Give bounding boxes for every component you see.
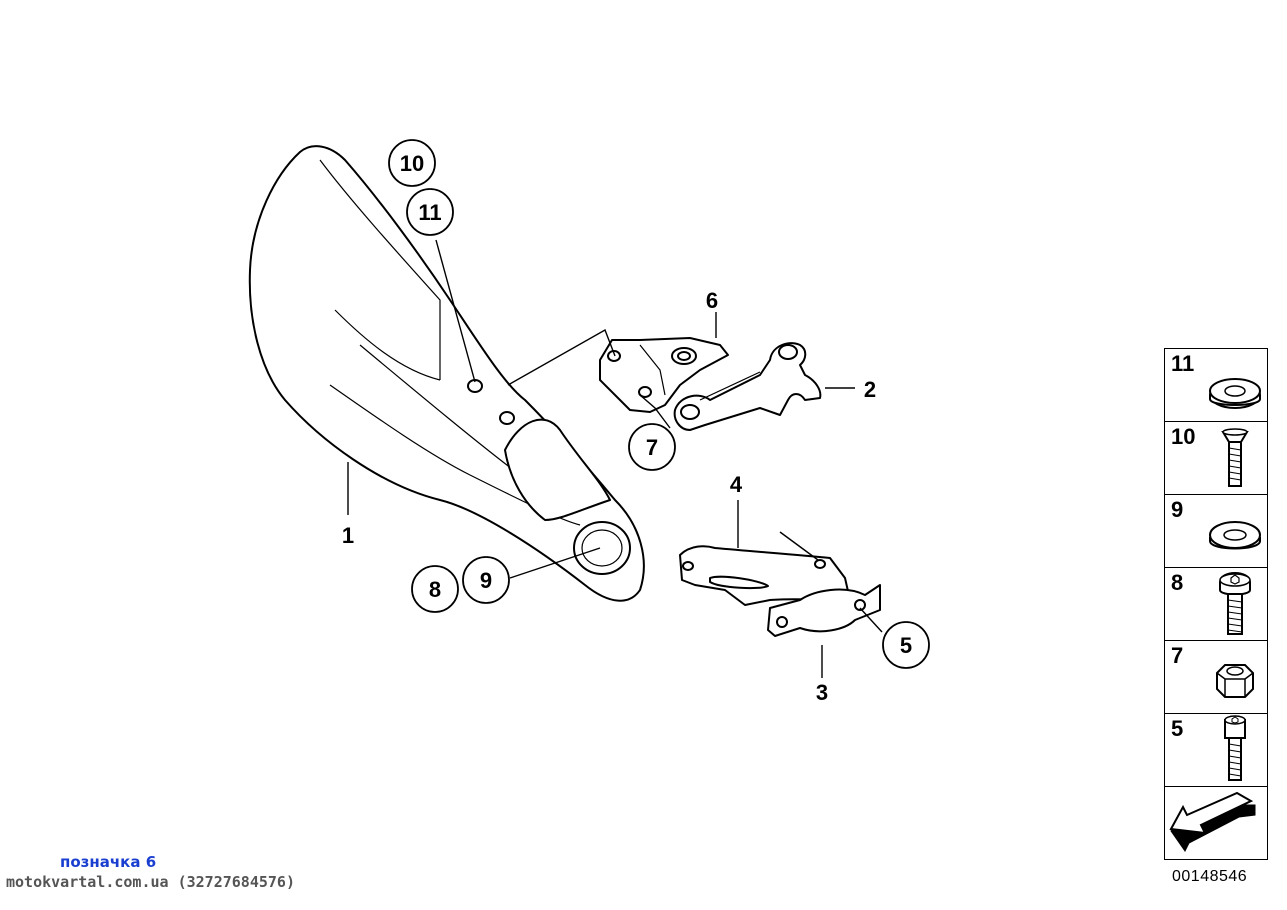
clip-part-3 bbox=[767, 584, 881, 637]
svg-text:7: 7 bbox=[646, 435, 658, 460]
callout-1: 1 bbox=[342, 523, 354, 548]
legend-item-arrow bbox=[1165, 787, 1267, 859]
callout-5: 5 bbox=[882, 621, 930, 669]
callout-10: 10 bbox=[388, 139, 436, 187]
countersunk-screw-icon bbox=[1221, 428, 1249, 487]
svg-text:11: 11 bbox=[418, 200, 441, 225]
socket-cap-screw-icon bbox=[1224, 715, 1246, 781]
leader-lines bbox=[347, 239, 883, 678]
svg-text:8: 8 bbox=[429, 577, 441, 602]
legend-item-11: 11 bbox=[1165, 349, 1267, 422]
callout-11: 11 bbox=[406, 188, 454, 236]
callout-8: 8 bbox=[411, 565, 459, 613]
svg-text:5: 5 bbox=[900, 633, 912, 658]
legend-item-5: 5 bbox=[1165, 714, 1267, 787]
legend-number: 10 bbox=[1171, 424, 1196, 449]
legend-item-9: 9 bbox=[1165, 495, 1267, 568]
hex-nut-icon bbox=[1216, 664, 1254, 698]
watermark-label: позначка 6 bbox=[60, 853, 157, 871]
clip-part-4 bbox=[679, 545, 851, 606]
hand-guard-part bbox=[248, 145, 645, 602]
legend-item-7: 7 bbox=[1165, 641, 1267, 714]
bracket-part-6 bbox=[599, 337, 729, 413]
legend-number: 11 bbox=[1171, 351, 1195, 376]
torx-bolt-icon bbox=[1219, 572, 1251, 635]
washer-icon bbox=[1209, 521, 1261, 550]
legend-item-8: 8 bbox=[1165, 568, 1267, 641]
watermark-source: motokvartal.com.ua (32727684576) bbox=[6, 873, 295, 891]
callout-9: 9 bbox=[462, 556, 510, 604]
arrow-icon bbox=[1169, 791, 1256, 852]
clamp-part-2 bbox=[673, 342, 822, 431]
callout-2: 2 bbox=[864, 377, 876, 402]
svg-text:9: 9 bbox=[480, 568, 492, 593]
callout-6: 6 bbox=[706, 288, 718, 313]
svg-text:10: 10 bbox=[400, 151, 424, 176]
legend-number: 8 bbox=[1171, 570, 1184, 595]
callout-3: 3 bbox=[816, 680, 828, 705]
legend-item-10: 10 bbox=[1165, 422, 1267, 495]
washer-icon bbox=[1209, 378, 1261, 409]
callout-7: 7 bbox=[628, 423, 676, 471]
legend-number: 7 bbox=[1171, 643, 1184, 668]
legend-number: 9 bbox=[1171, 497, 1184, 522]
fastener-legend: 11 10 9 8 bbox=[1164, 348, 1268, 860]
legend-number: 5 bbox=[1171, 716, 1184, 741]
document-number: 00148546 bbox=[1172, 868, 1248, 885]
callout-4: 4 bbox=[730, 472, 743, 497]
